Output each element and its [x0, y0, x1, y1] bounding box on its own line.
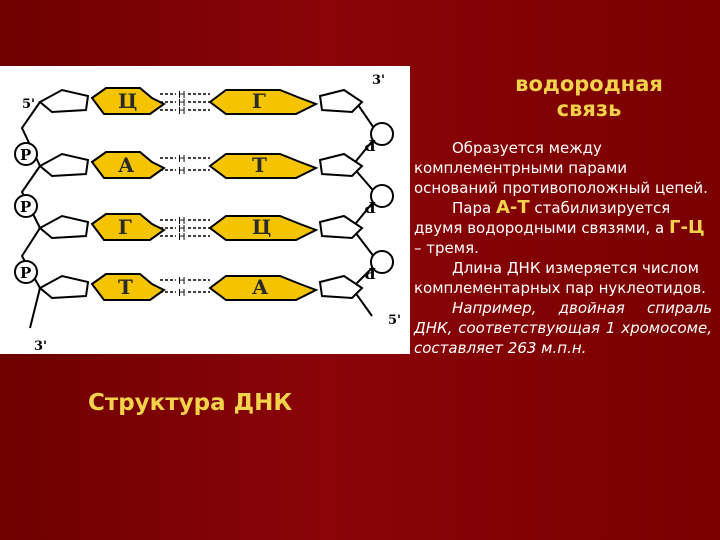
- hydrogen-atom: H: [178, 216, 186, 227]
- phosphate-right-circle: [370, 184, 394, 208]
- phosphate-right-label: P: [365, 198, 376, 216]
- paragraph-length: Длина ДНК измеряется числом комплементар…: [414, 259, 706, 297]
- right-base-shape: [208, 275, 319, 301]
- left-base-letter: Ц: [118, 89, 137, 113]
- heading-line-2: связь: [556, 97, 622, 121]
- right-base-letter: Т: [252, 153, 267, 177]
- left-base-shape: [90, 87, 166, 115]
- left-base-shape: [90, 213, 166, 241]
- pair-at-label: А-Т: [495, 197, 530, 218]
- right-sugar: [318, 214, 364, 240]
- left-base-letter: А: [118, 153, 135, 177]
- left-sugar: [38, 274, 90, 300]
- left-base-shape: [90, 273, 166, 301]
- five-prime-top: 5': [22, 97, 35, 112]
- paragraph-formation: Образуется между комплементрными парами …: [414, 139, 708, 197]
- hydrogen-atom: H: [178, 98, 186, 109]
- hydrogen-atom: H: [178, 276, 186, 287]
- right-base-letter: Г: [252, 89, 266, 113]
- left-sugar: [38, 88, 90, 114]
- right-sugar: [318, 152, 364, 178]
- phosphate-right-label: P: [365, 136, 376, 154]
- slide-heading: водородная связь: [494, 72, 684, 122]
- pairs-end: – тремя.: [414, 239, 479, 257]
- right-sugar: [318, 274, 364, 300]
- paragraph-example: Например, двойная спираль ДНК, соответст…: [414, 299, 712, 357]
- paragraph-pairs: Пара А-Т стабилизируется двумя водородны…: [414, 198, 712, 258]
- diagram-caption: Структура ДНК: [88, 390, 293, 416]
- hydrogen-atom: H: [178, 154, 186, 165]
- hydrogen-atom: H: [178, 166, 186, 177]
- three-prime-top: 3': [372, 73, 385, 88]
- pairs-start: Пара: [452, 199, 496, 217]
- right-sugar: [318, 88, 364, 114]
- left-base-letter: Т: [118, 275, 133, 299]
- phosphate-left-circle: [14, 260, 38, 284]
- left-sugar: [38, 214, 90, 240]
- five-prime-bottom: 5': [388, 313, 401, 328]
- hydrogen-atom: H: [178, 288, 186, 299]
- phosphate-right-circle: [370, 250, 394, 274]
- phosphate-left-label: P: [20, 146, 31, 164]
- pairs-mid: стабилизируется двумя водородными связям…: [414, 199, 671, 237]
- hydrogen-atom: H: [178, 106, 186, 117]
- left-sugar: [38, 152, 90, 178]
- right-base-shape: [208, 153, 319, 179]
- pair-gc-label: Г-Ц: [669, 217, 705, 238]
- phosphate-left-circle: [14, 194, 38, 218]
- three-prime-bottom: 3': [34, 339, 47, 354]
- phosphate-right-label: P: [365, 264, 376, 282]
- phosphate-left-label: P: [20, 264, 31, 282]
- phosphate-left-circle: [14, 142, 38, 166]
- hydrogen-atom: H: [178, 232, 186, 243]
- right-base-letter: Ц: [252, 215, 271, 239]
- phosphate-left-label: P: [20, 198, 31, 216]
- right-base-shape: [208, 215, 319, 241]
- heading-line-1: водородная: [515, 72, 663, 96]
- hydrogen-atom: H: [178, 224, 186, 235]
- body-text: Образуется между комплементрными парами …: [414, 138, 712, 358]
- phosphate-right-circle: [370, 122, 394, 146]
- right-base-letter: А: [252, 275, 269, 299]
- left-base-letter: Г: [118, 215, 132, 239]
- left-base-shape: [90, 151, 166, 179]
- right-base-shape: [208, 89, 319, 115]
- hydrogen-atom: H: [178, 90, 186, 101]
